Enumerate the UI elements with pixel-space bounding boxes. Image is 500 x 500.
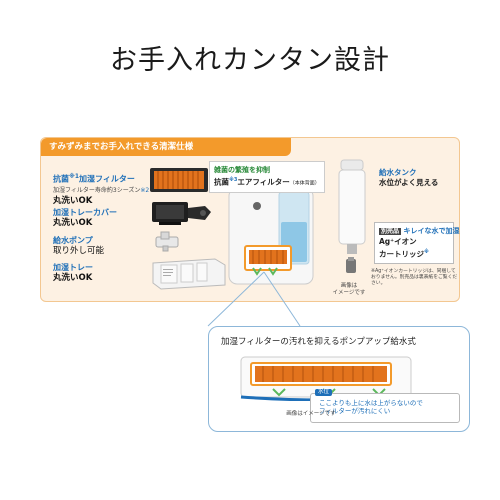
water-tank-image bbox=[338, 159, 366, 254]
tank-caption: 給水タンク bbox=[379, 168, 417, 177]
feature-desc: 丸洗いOK bbox=[53, 218, 93, 228]
humidify-tray-image bbox=[152, 258, 226, 290]
spec-ribbon: すみずみまでお手入れできる清潔仕様 bbox=[41, 138, 291, 156]
pump-detail-image bbox=[240, 356, 412, 401]
water-note-line2: フィルターが汚れにくい bbox=[319, 407, 391, 415]
cartridge-footnote: ※Ag⁺イオンカートリッジは、同梱しておりません。別売品は裏表紙をご覧ください。 bbox=[371, 269, 458, 286]
cartridge-image bbox=[346, 257, 356, 273]
feature-desc: 丸洗いOK bbox=[53, 273, 93, 283]
feature-water-pump: 給水ポンプ 取り外し可能 bbox=[53, 235, 104, 257]
tank-text: 水位がよく見える bbox=[379, 178, 439, 187]
humidifier-unit-image bbox=[228, 187, 314, 285]
cartridge-callout: 別売品 キレイな水で加湿 Ag⁺イオン カートリッジ※ bbox=[374, 222, 460, 264]
feature-humidify-tray: 加湿トレー 丸洗いOK bbox=[53, 262, 93, 284]
feature-title: 抗菌※1加湿フィルター bbox=[53, 173, 135, 184]
water-note-line1: ここよりも上に水は上がらないので bbox=[319, 399, 423, 407]
cartridge-caption: 別売品 キレイな水で加湿 bbox=[379, 227, 460, 235]
air-filter-callout: 雑菌の繁殖を抑制 抗菌※3エアフィルター（本体背面） bbox=[209, 161, 325, 193]
feature-tray-cover: 加湿トレーカバー 丸洗いOK bbox=[53, 207, 117, 229]
feature-title: 加湿トレーカバー bbox=[53, 208, 117, 217]
water-level-tag: 水位 bbox=[315, 389, 333, 396]
feature-humidify-filter: 抗菌※1加湿フィルター 加湿フィルター寿命約3シーズン※2 丸洗いOK bbox=[53, 171, 149, 207]
air-filter-caption: 雑菌の繁殖を抑制 bbox=[214, 166, 270, 174]
feature-desc: 丸洗いOK bbox=[53, 195, 93, 206]
humidify-filter-image bbox=[150, 168, 208, 192]
cartridge-line2: カートリッジ※ bbox=[379, 249, 429, 259]
feature-sub: 加湿フィルター寿命約3シーズン※2 bbox=[53, 186, 150, 194]
cartridge-line1: Ag⁺イオン bbox=[379, 237, 417, 246]
detail-image-note: 画像はイメージです bbox=[286, 411, 336, 417]
zoom-leader-lines bbox=[207, 271, 301, 327]
air-filter-title: 抗菌※3エアフィルター（本体背面） bbox=[214, 177, 320, 187]
detail-title: 加湿フィルターの汚れを抑えるポンプアップ給水式 bbox=[221, 337, 416, 347]
tray-cover-image bbox=[152, 202, 211, 225]
feature-title: 加湿トレー bbox=[53, 263, 93, 272]
feature-desc: 取り外し可能 bbox=[53, 246, 105, 256]
cleaning-spec-panel: すみずみまでお手入れできる清潔仕様 抗菌※1加湿フィルター 加湿フィルター寿命約… bbox=[40, 137, 460, 302]
headline: お手入れカンタン設計 bbox=[110, 45, 390, 76]
water-pump-image bbox=[155, 231, 179, 252]
water-level-note: 水位 ここよりも上に水は上がらないので フィルターが汚れにくい bbox=[310, 389, 460, 423]
pump-detail-box: 加湿フィルターの汚れを抑えるポンプアップ給水式 水位 ここよりも上に水は上がらな… bbox=[208, 326, 470, 432]
feature-title: 給水ポンプ bbox=[53, 236, 93, 245]
spec-image-note: 画像は イメージです bbox=[332, 283, 366, 296]
water-tank-callout: 給水タンク 水位がよく見える bbox=[379, 168, 438, 188]
